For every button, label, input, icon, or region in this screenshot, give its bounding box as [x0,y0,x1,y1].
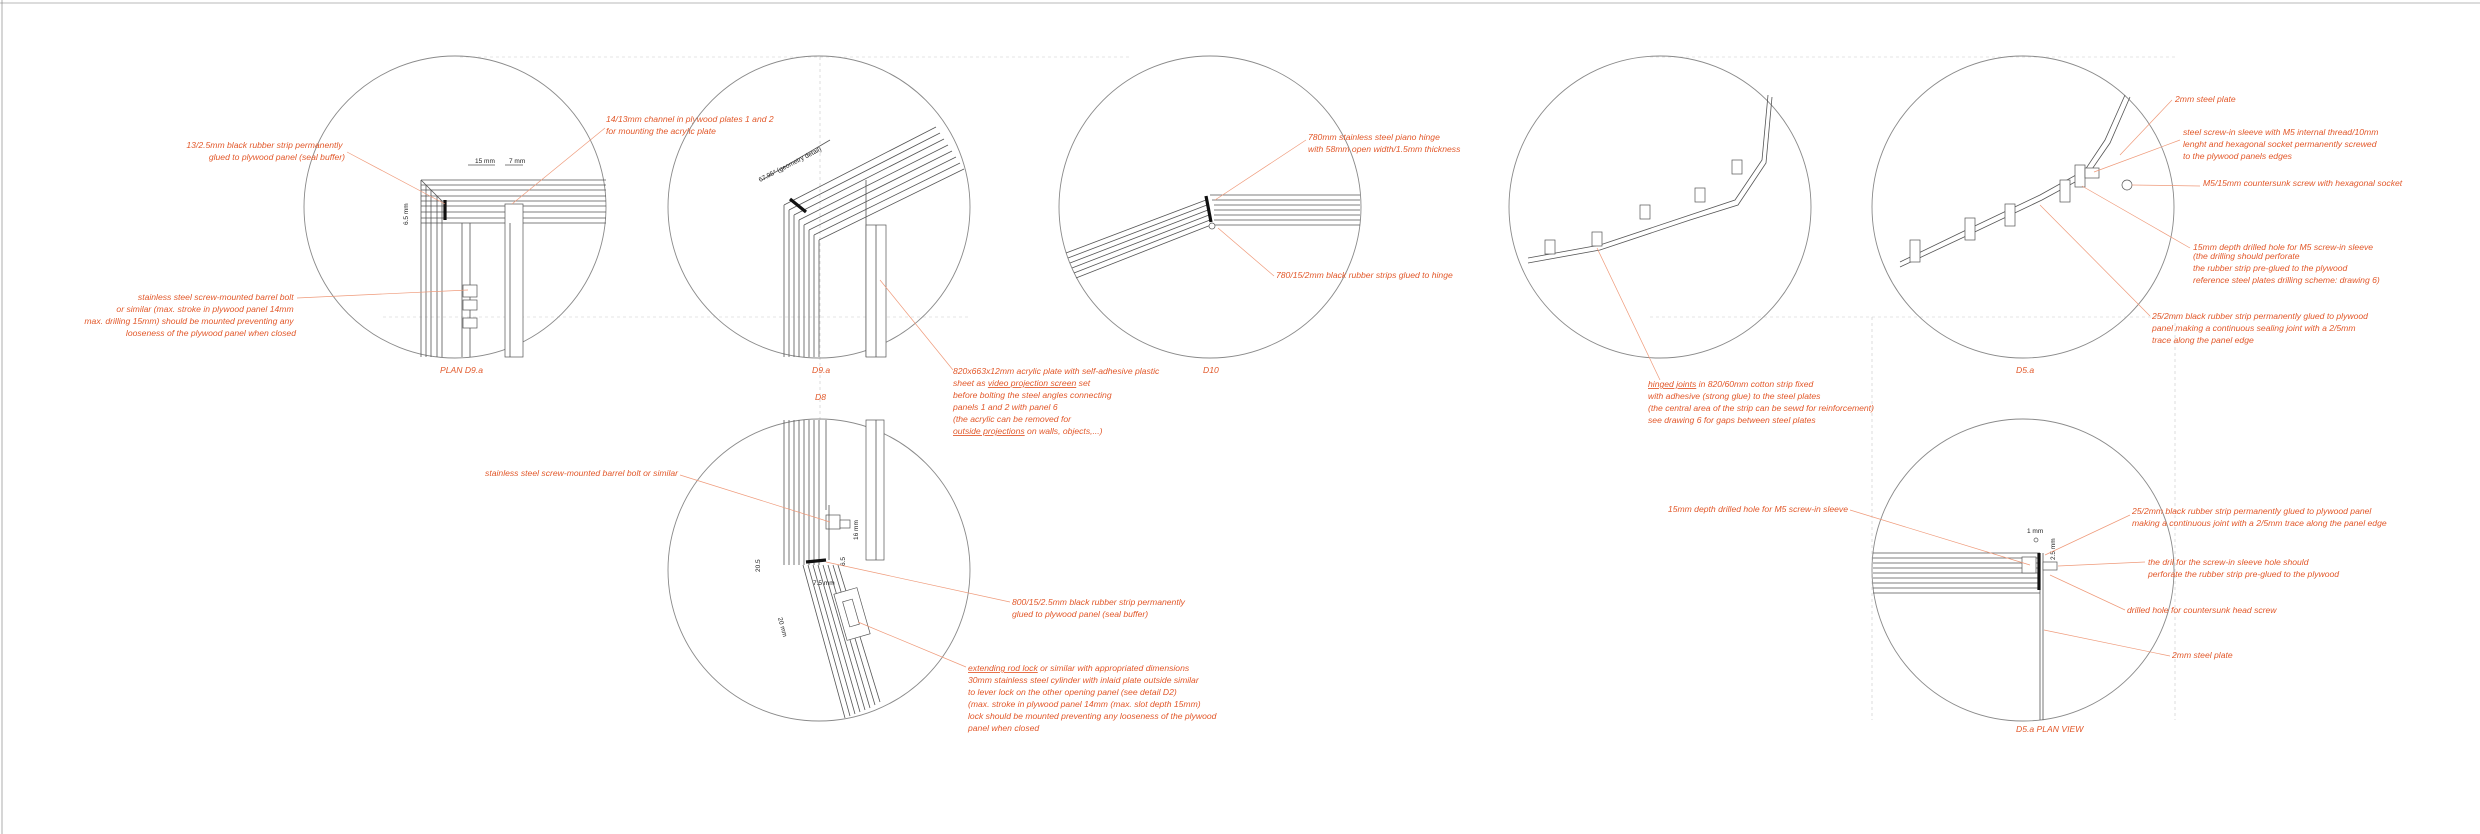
annotation-acrylic-plate: 820x663x12mm acrylic plate with self-adh… [952,366,1162,436]
folded-panels [1527,94,1773,264]
detail-d5a-plan-view: 1 mm 2.5 mm 15mm depth drilled hole for … [1668,418,2387,734]
annotation-drill: the dril for the screw-in sleeve hole sh… [2147,557,2339,579]
detail-d9a-plan: 15 mm 7 mm 6.5 mm 13/2.5mm black rubber … [84,55,776,375]
annotation-hinged-joints: hinged joints in 820/60mm cotton strip f… [1648,379,1876,425]
annotation-barrel-bolt: stainless steel screw-mounted barrel bol… [485,468,679,478]
detail-hinged-joints: hinged joints in 820/60mm cotton strip f… [1508,55,1876,425]
leader-line [1214,139,1307,201]
annotation-rubber-strip: 13/2.5mm black rubber strip permanently … [186,140,345,162]
dimension-label: 15 mm [475,158,495,165]
annotation-rubber-strips: 780/15/2mm black rubber strips glued to … [1276,270,1453,280]
annotation-drilled-hole: 15mm depth drilled hole for M5 screw-in … [1668,504,1848,514]
leader-line [857,621,967,668]
leader-line [1596,247,1661,381]
leader-line [2049,574,2126,611]
annotation-rubber-strip: 800/15/2.5mm black rubber strip permanen… [1012,597,1187,619]
leader-line [511,127,606,205]
leader-line [296,289,469,299]
detail-caption: D5.a PLAN VIEW [2016,724,2084,734]
rubber-strip-black [805,558,827,564]
leader-line [2039,204,2151,317]
leader-line [2093,139,2181,173]
dimension-label: 6.5 mm [403,203,410,225]
leader-line [2131,184,2201,187]
annotation-steel-plate: 2mm steel plate [2174,94,2236,104]
leader-line [879,279,954,371]
leader-line [1217,227,1275,277]
dimension-label: 7 mm [509,158,525,165]
detail-caption: D8 [815,392,826,402]
dimension-label: 6.5 [840,557,847,566]
barrel-bolt-icon [825,505,851,560]
annotation-rubber-strip: 25/2mm black rubber strip permanently gl… [2131,506,2387,528]
detail-d5a: 2mm steel plate steel screw-in sleeve wi… [1871,55,2403,375]
rubber-strip-black [788,197,808,214]
detail-circle [1871,55,2175,359]
dimension-label: 2.5 mm [2050,538,2057,560]
hinged-panels [1065,194,1360,279]
detail-d8: D8 [485,392,1219,733]
leader-line [346,151,446,205]
dimension-label: 1 mm [2027,528,2043,535]
dimension-label: 20 mm [776,617,788,638]
dimension-label: 67.95° (geometry detail) [757,145,823,184]
annotation-barrel-bolt: stainless steel screw-mounted barrel bol… [84,292,296,338]
barrel-bolt-icon [462,284,478,329]
leader-line [2057,561,2146,567]
leader-line [2043,629,2171,657]
detail-circle [667,418,971,722]
screw-hole-icon [2033,537,2039,543]
annotation-channel: 14/13mm channel in plywood plates 1 and … [606,114,776,136]
hinge-pin-icon [1208,222,1216,230]
plywood-panel-opening [802,564,881,719]
leader-line [679,474,831,523]
detail-caption: PLAN D9.a [440,365,483,375]
annotation-rod-lock: extending rod lock or similar with appro… [967,663,1219,733]
steel-plate-assembly [1899,94,2133,268]
detail-circle [1058,55,1362,359]
panel-plan [1873,552,2058,720]
leader-line [2119,99,2173,156]
leader-line [2044,514,2131,556]
screw-sleeve-icon [1909,164,2133,263]
plywood-corner [783,126,965,358]
dimension-label: 16 mm [853,520,860,540]
detail-caption: D10 [1203,365,1219,375]
plywood-panel-fixed [783,419,885,565]
piano-hinge-strip [1204,195,1213,223]
plywood-corner [420,179,606,358]
annotation-countersunk-screw: M5/15mm countersunk screw with hexagonal… [2203,178,2403,188]
detail-circle [1871,418,2175,722]
rod-lock-icon [833,587,871,641]
detail-d10: 780mm stainless steel piano hinge with 5… [1058,55,1461,375]
detail-circle [303,55,607,359]
detail-circle [1508,55,1812,359]
leader-line [2081,185,2191,249]
leader-line [1849,509,2031,566]
annotation-rubber-strip: 25/2mm black rubber strip permanently gl… [2151,311,2370,345]
detail-circle [667,55,971,359]
annotation-steel-plate: 2mm steel plate [2171,650,2233,660]
annotation-drilled-hole: 15mm depth drilled hole for M5 screw-in … [2193,242,2380,285]
annotation-screw-sleeve: steel screw-in sleeve with M5 internal t… [2183,127,2381,161]
annotation-countersunk-hole: drilled hole for countersunk head screw [2127,605,2277,615]
detail-d9a-angled: 67.95° (geometry detail) D9.a [667,55,971,375]
detail-caption: D5.a [2016,365,2034,375]
annotation-piano-hinge: 780mm stainless steel piano hinge with 5… [1308,132,1461,154]
dimension-label: 20.5 [755,559,762,572]
leader-line [825,561,1011,603]
dimension-label: 7.5 mm [813,580,835,587]
detail-caption: D9.a [812,365,830,375]
